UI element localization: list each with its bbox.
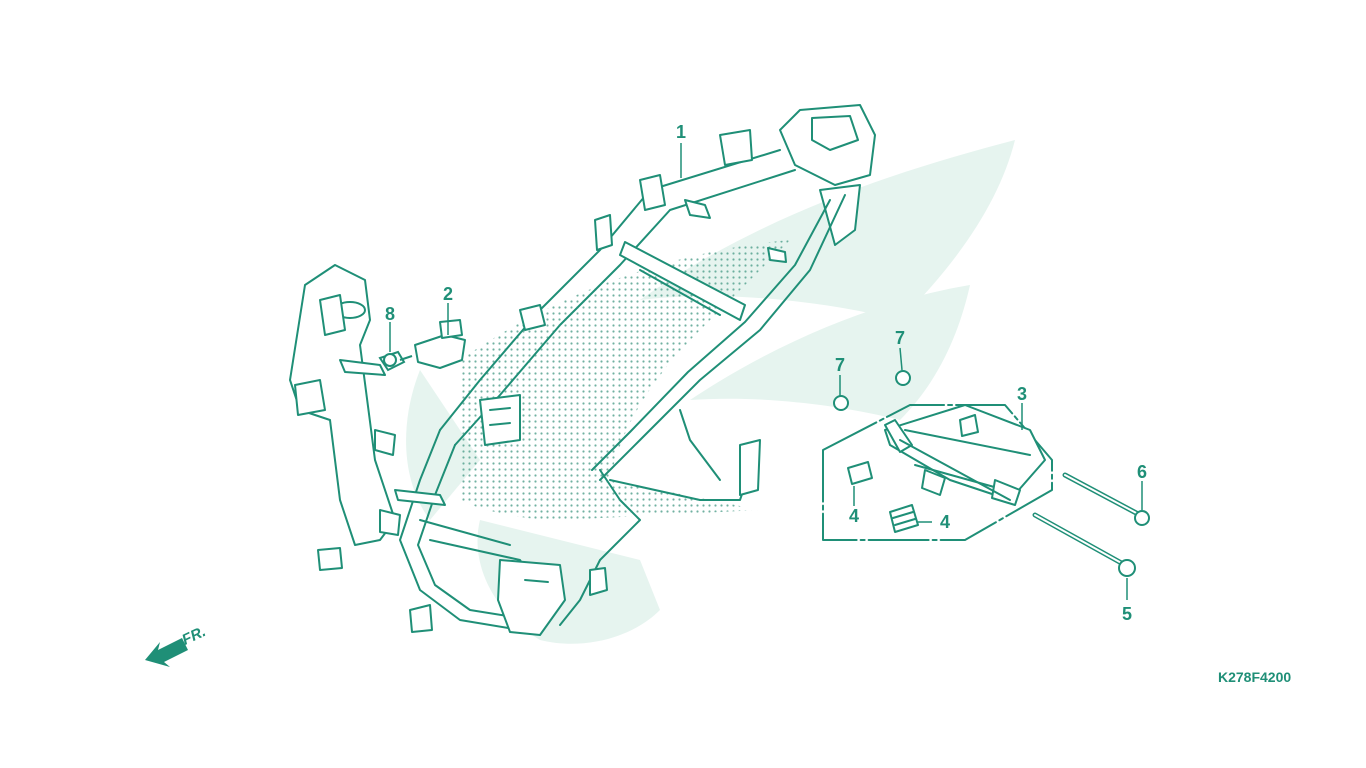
callout-1: 1 bbox=[676, 122, 686, 142]
drawing-code: K278F4200 bbox=[1218, 669, 1291, 685]
callout-labels: 1 2 8 7 7 3 6 4 4 5 bbox=[385, 122, 1147, 624]
front-label: FR. bbox=[179, 623, 208, 649]
engine-hanger-group bbox=[822, 404, 1143, 568]
callout-7-left: 7 bbox=[835, 355, 845, 375]
callout-8: 8 bbox=[385, 304, 395, 324]
callout-4-right: 4 bbox=[940, 512, 950, 532]
callout-5: 5 bbox=[1122, 604, 1132, 624]
arrow-left-icon bbox=[145, 638, 188, 667]
callout-6: 6 bbox=[1137, 462, 1147, 482]
fastener-nuts bbox=[383, 353, 1150, 577]
frame-body bbox=[399, 104, 876, 636]
head-pipe bbox=[289, 264, 446, 571]
leader-lines bbox=[389, 143, 1143, 600]
dot-shading bbox=[460, 240, 790, 520]
bracket-part-2 bbox=[414, 319, 466, 369]
callout-2: 2 bbox=[443, 284, 453, 304]
callout-7-right: 7 bbox=[895, 328, 905, 348]
callout-3: 3 bbox=[1017, 384, 1027, 404]
front-arrow: FR. bbox=[145, 623, 209, 667]
callout-4-left: 4 bbox=[849, 506, 859, 526]
